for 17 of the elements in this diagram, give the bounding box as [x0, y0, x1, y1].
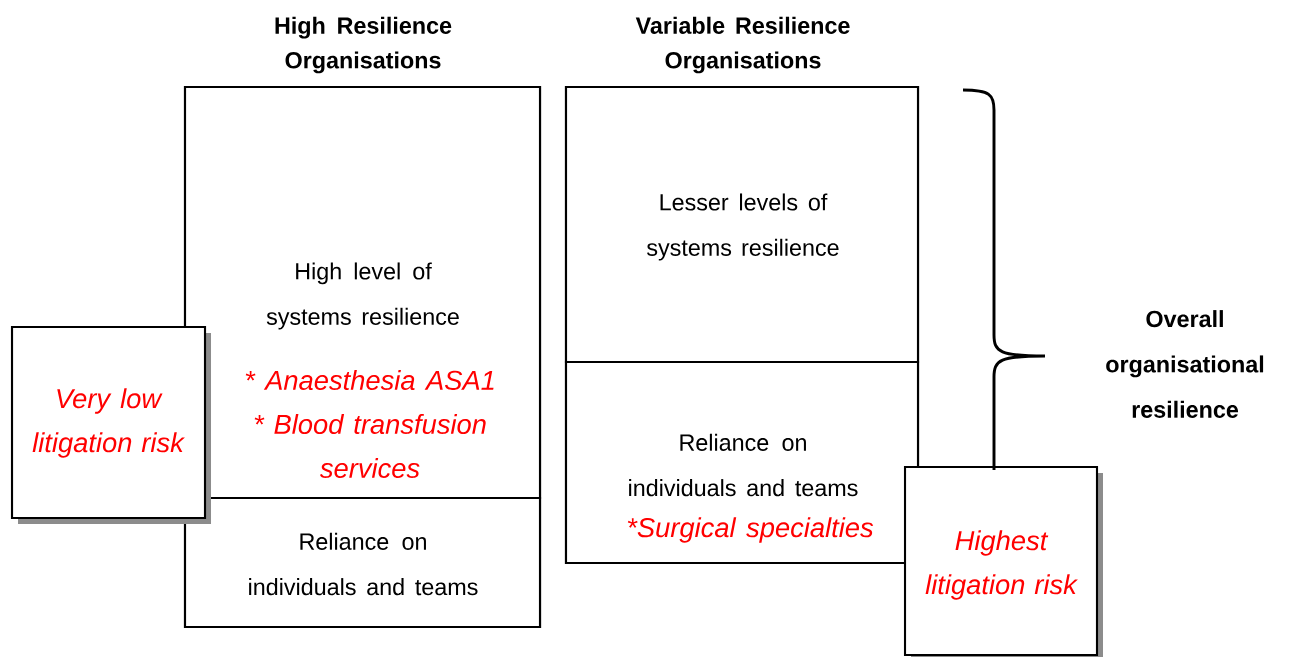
callout-box — [903, 465, 1103, 657]
side-label: Overall organisational resilience — [1106, 310, 1264, 418]
example-text: * Anaesthesia ASA1 — [245, 369, 494, 391]
risk-text: Very low litigation risk — [32, 388, 185, 458]
column-heading: Variable Resilience Organisations — [635, 16, 850, 74]
section-text: Lesser levels of systems resilience — [647, 193, 839, 261]
example-text: *Surgical specialties — [627, 517, 874, 543]
section-box — [564, 85, 920, 364]
section-text: Reliance on individuals and teams — [629, 433, 858, 497]
section-box — [564, 360, 920, 565]
column-heading: High Resilience Organisations — [275, 16, 452, 74]
section-text: High level of systems resilience — [266, 262, 459, 330]
example-text: * Blood transfusion services — [254, 413, 486, 479]
section-text: Reliance on individuals and teams — [249, 532, 478, 596]
section-box — [183, 496, 542, 629]
callout-box — [10, 325, 211, 524]
risk-text: Highest litigation risk — [925, 530, 1078, 600]
